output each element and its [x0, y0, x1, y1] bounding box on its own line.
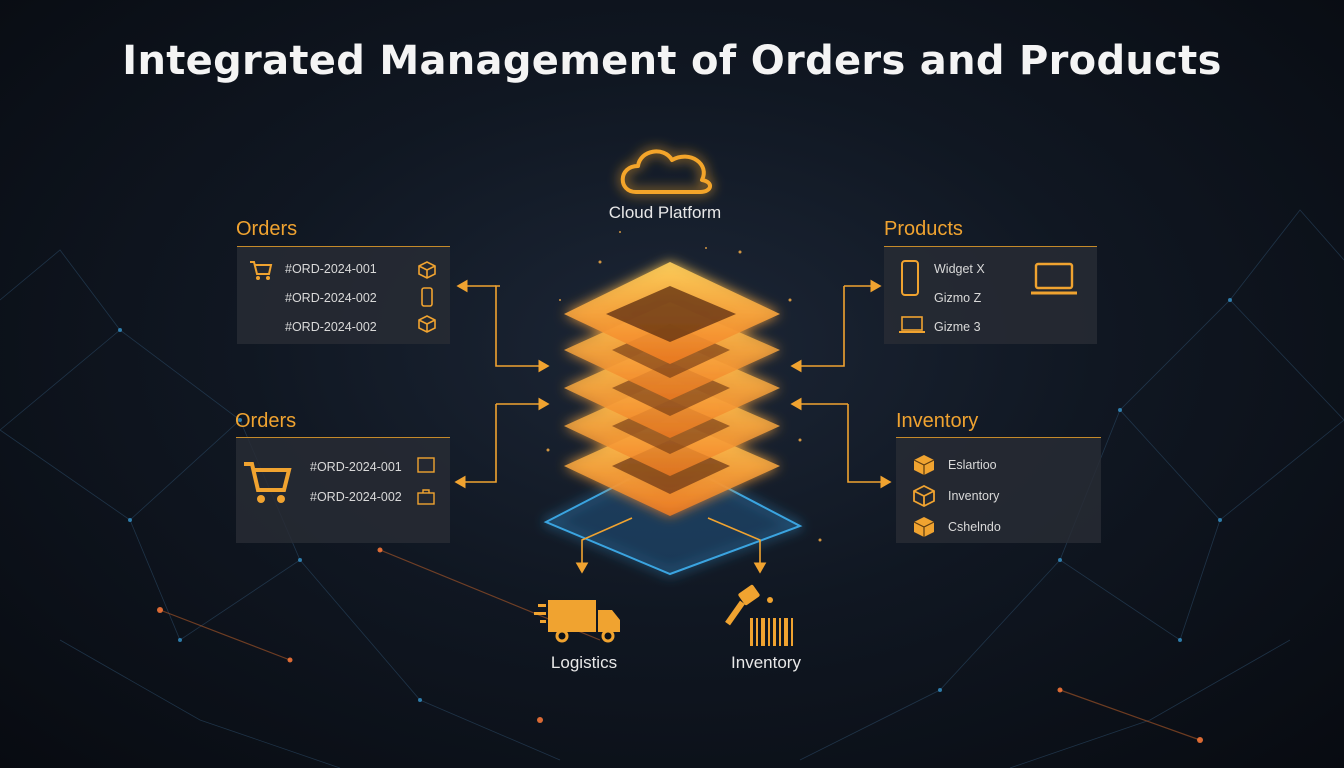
- phone-icon: [901, 260, 919, 296]
- bag-icon: [417, 489, 435, 505]
- orders-top-panel: #ORD-2024-001 #ORD-2024-002 #ORD-2024-00…: [237, 246, 450, 344]
- order-row: #ORD-2024-001: [285, 262, 377, 276]
- products-heading: Products: [884, 218, 963, 240]
- product-row: Gizmo Z: [934, 291, 982, 305]
- laptop-icon: [1031, 262, 1077, 295]
- cart-icon: [244, 462, 292, 503]
- package-icon: [417, 457, 435, 473]
- order-row: #ORD-2024-002: [285, 320, 377, 334]
- platform-stack: [564, 262, 780, 516]
- orders-bottom-panel: #ORD-2024-001 #ORD-2024-002: [236, 437, 450, 543]
- phone-icon: [421, 287, 433, 307]
- box-icon: [913, 517, 935, 537]
- box-icon: [913, 455, 935, 475]
- order-row: #ORD-2024-001: [310, 460, 402, 474]
- inventory-row: Cshelndo: [948, 520, 1001, 534]
- logistics-label: Logistics: [550, 653, 618, 672]
- orders-top-heading: Orders: [236, 218, 298, 240]
- connector-arrows: [454, 279, 892, 574]
- product-row: Gizme 3: [934, 320, 981, 334]
- inventory-panel: Eslartioo Inventory Cshelndo: [896, 437, 1101, 543]
- laptop-icon: [899, 316, 925, 333]
- inventory-bottom-label: Inventory: [731, 653, 801, 672]
- base-plane: [543, 456, 803, 576]
- box-icon: [913, 485, 935, 507]
- cloud-platform-label: Cloud Platform: [608, 203, 722, 222]
- stack-layer: [564, 262, 780, 364]
- products-panel: Widget X Gizmo Z Gizme 3: [884, 246, 1097, 344]
- order-row: #ORD-2024-002: [285, 291, 377, 305]
- order-row: #ORD-2024-002: [310, 490, 402, 504]
- page-title: Integrated Management of Orders and Prod…: [122, 38, 1222, 84]
- inventory-row: Eslartioo: [948, 458, 997, 472]
- product-row: Widget X: [934, 262, 985, 276]
- orders-bottom-heading: Orders: [235, 410, 297, 432]
- inventory-row: Inventory: [948, 489, 1000, 503]
- truck-icon: [534, 600, 620, 643]
- box-icon: [418, 261, 436, 279]
- inventory-heading: Inventory: [896, 410, 979, 432]
- cloud-icon: [620, 149, 712, 194]
- cart-icon: [250, 261, 273, 280]
- box-icon: [418, 315, 436, 333]
- barcode-scanner-icon: [725, 584, 793, 646]
